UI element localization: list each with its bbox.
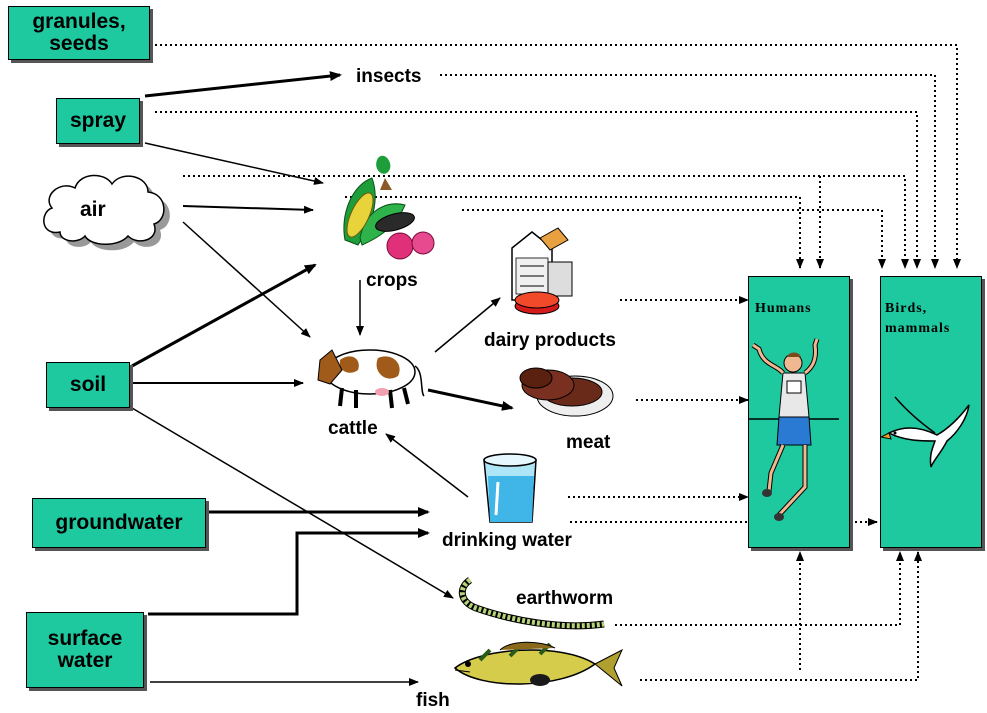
source-groundwater: groundwater [32,498,206,548]
label-drinking-water: drinking water [442,530,572,551]
label-cattle: cattle [328,418,378,439]
solid-arrows [131,71,514,686]
label-fish: fish [416,690,450,711]
crops-icon [343,155,435,260]
cow-icon [317,349,425,409]
receptor-birds-mammals: Birds, mammals [880,276,982,548]
source-soil: soil [46,362,130,408]
water-glass-icon [483,453,537,523]
earthworm-icon [458,577,605,630]
runner-icon [749,338,839,521]
source-air-label: air [80,198,106,221]
source-surface-water: surface water [26,612,144,688]
dairy-products-icon [511,227,573,315]
humans-title: Humans [755,301,812,316]
fish-icon [453,641,624,687]
source-spray: spray [56,98,140,144]
birds-mammals-title: Birds, mammals [885,301,951,336]
meat-icon [519,367,614,417]
bird-icon [881,396,970,468]
cloud-icon [43,174,170,251]
label-insects: insects [356,66,422,87]
receptor-humans: Humans [748,276,850,548]
label-meat: meat [566,432,611,453]
label-crops: crops [366,270,418,291]
label-earthworm: earthworm [516,588,614,609]
source-granules-seeds: granules, seeds [8,6,150,60]
label-dairy-products: dairy products [484,330,616,351]
